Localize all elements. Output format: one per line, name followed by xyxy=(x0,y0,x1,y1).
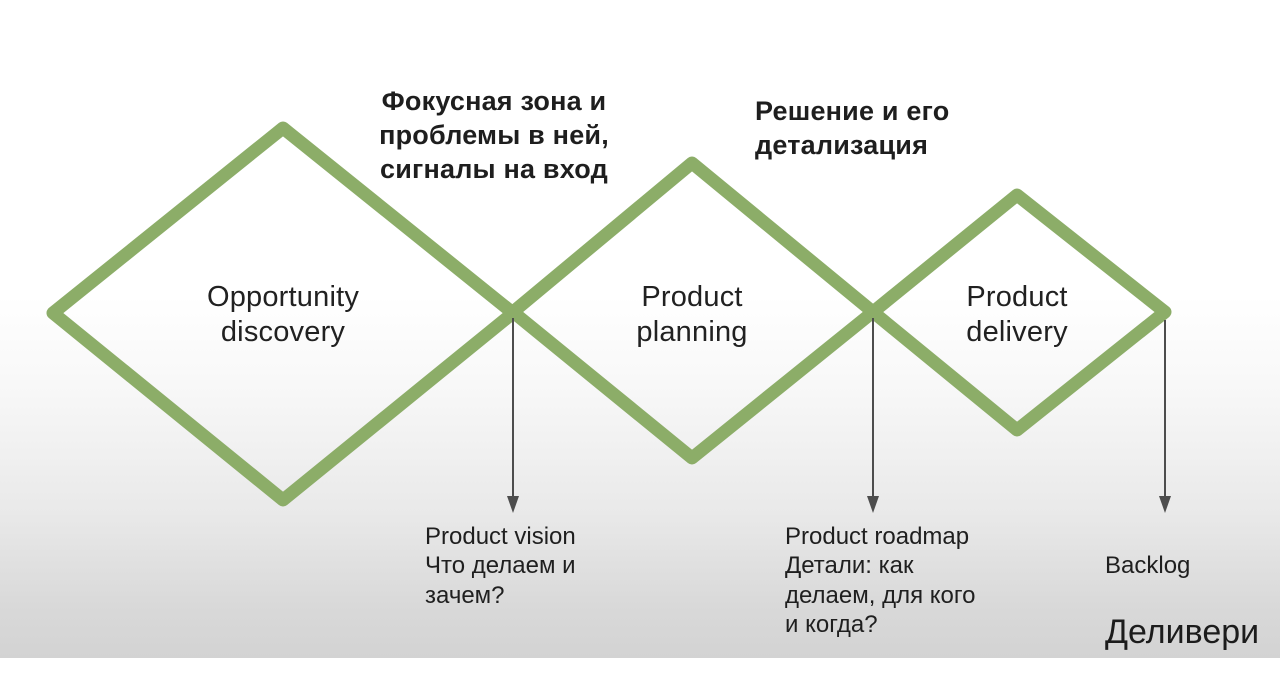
annotation-product-vision: Product vision Что делаем и зачем? xyxy=(425,523,576,609)
diamond-delivery-outline xyxy=(866,188,1172,437)
diagram-shapes xyxy=(46,121,1172,513)
slide-canvas: Фокусная зона и проблемы в ней, сигналы … xyxy=(0,0,1280,658)
arrow-roadmap-head-icon xyxy=(867,496,879,513)
arrow-backlog-head-icon xyxy=(1159,496,1171,513)
annotation-backlog-sublabel: Деливери xyxy=(1105,612,1260,651)
arrow-vision xyxy=(507,318,519,513)
annotation-product-roadmap: Product roadmap Детали: как делаем, для … xyxy=(785,523,976,638)
diamond-label-product-delivery: Product delivery xyxy=(966,281,1068,349)
heading-focus-zone: Фокусная зона и проблемы в ней, сигналы … xyxy=(379,86,609,185)
arrow-roadmap xyxy=(867,318,879,513)
diamond-label-opportunity-discovery: Opportunity discovery xyxy=(206,281,360,349)
arrow-backlog xyxy=(1159,320,1171,513)
arrow-vision-head-icon xyxy=(507,496,519,513)
diamond-planning-outline xyxy=(506,156,880,465)
annotation-backlog: Backlog Деливери xyxy=(1105,522,1275,682)
diamond-opportunity-outline xyxy=(46,121,520,507)
heading-solution: Решение и его детализация xyxy=(755,96,950,161)
annotation-backlog-label: Backlog xyxy=(1105,552,1191,580)
diamond-label-product-planning: Product planning xyxy=(636,281,748,349)
